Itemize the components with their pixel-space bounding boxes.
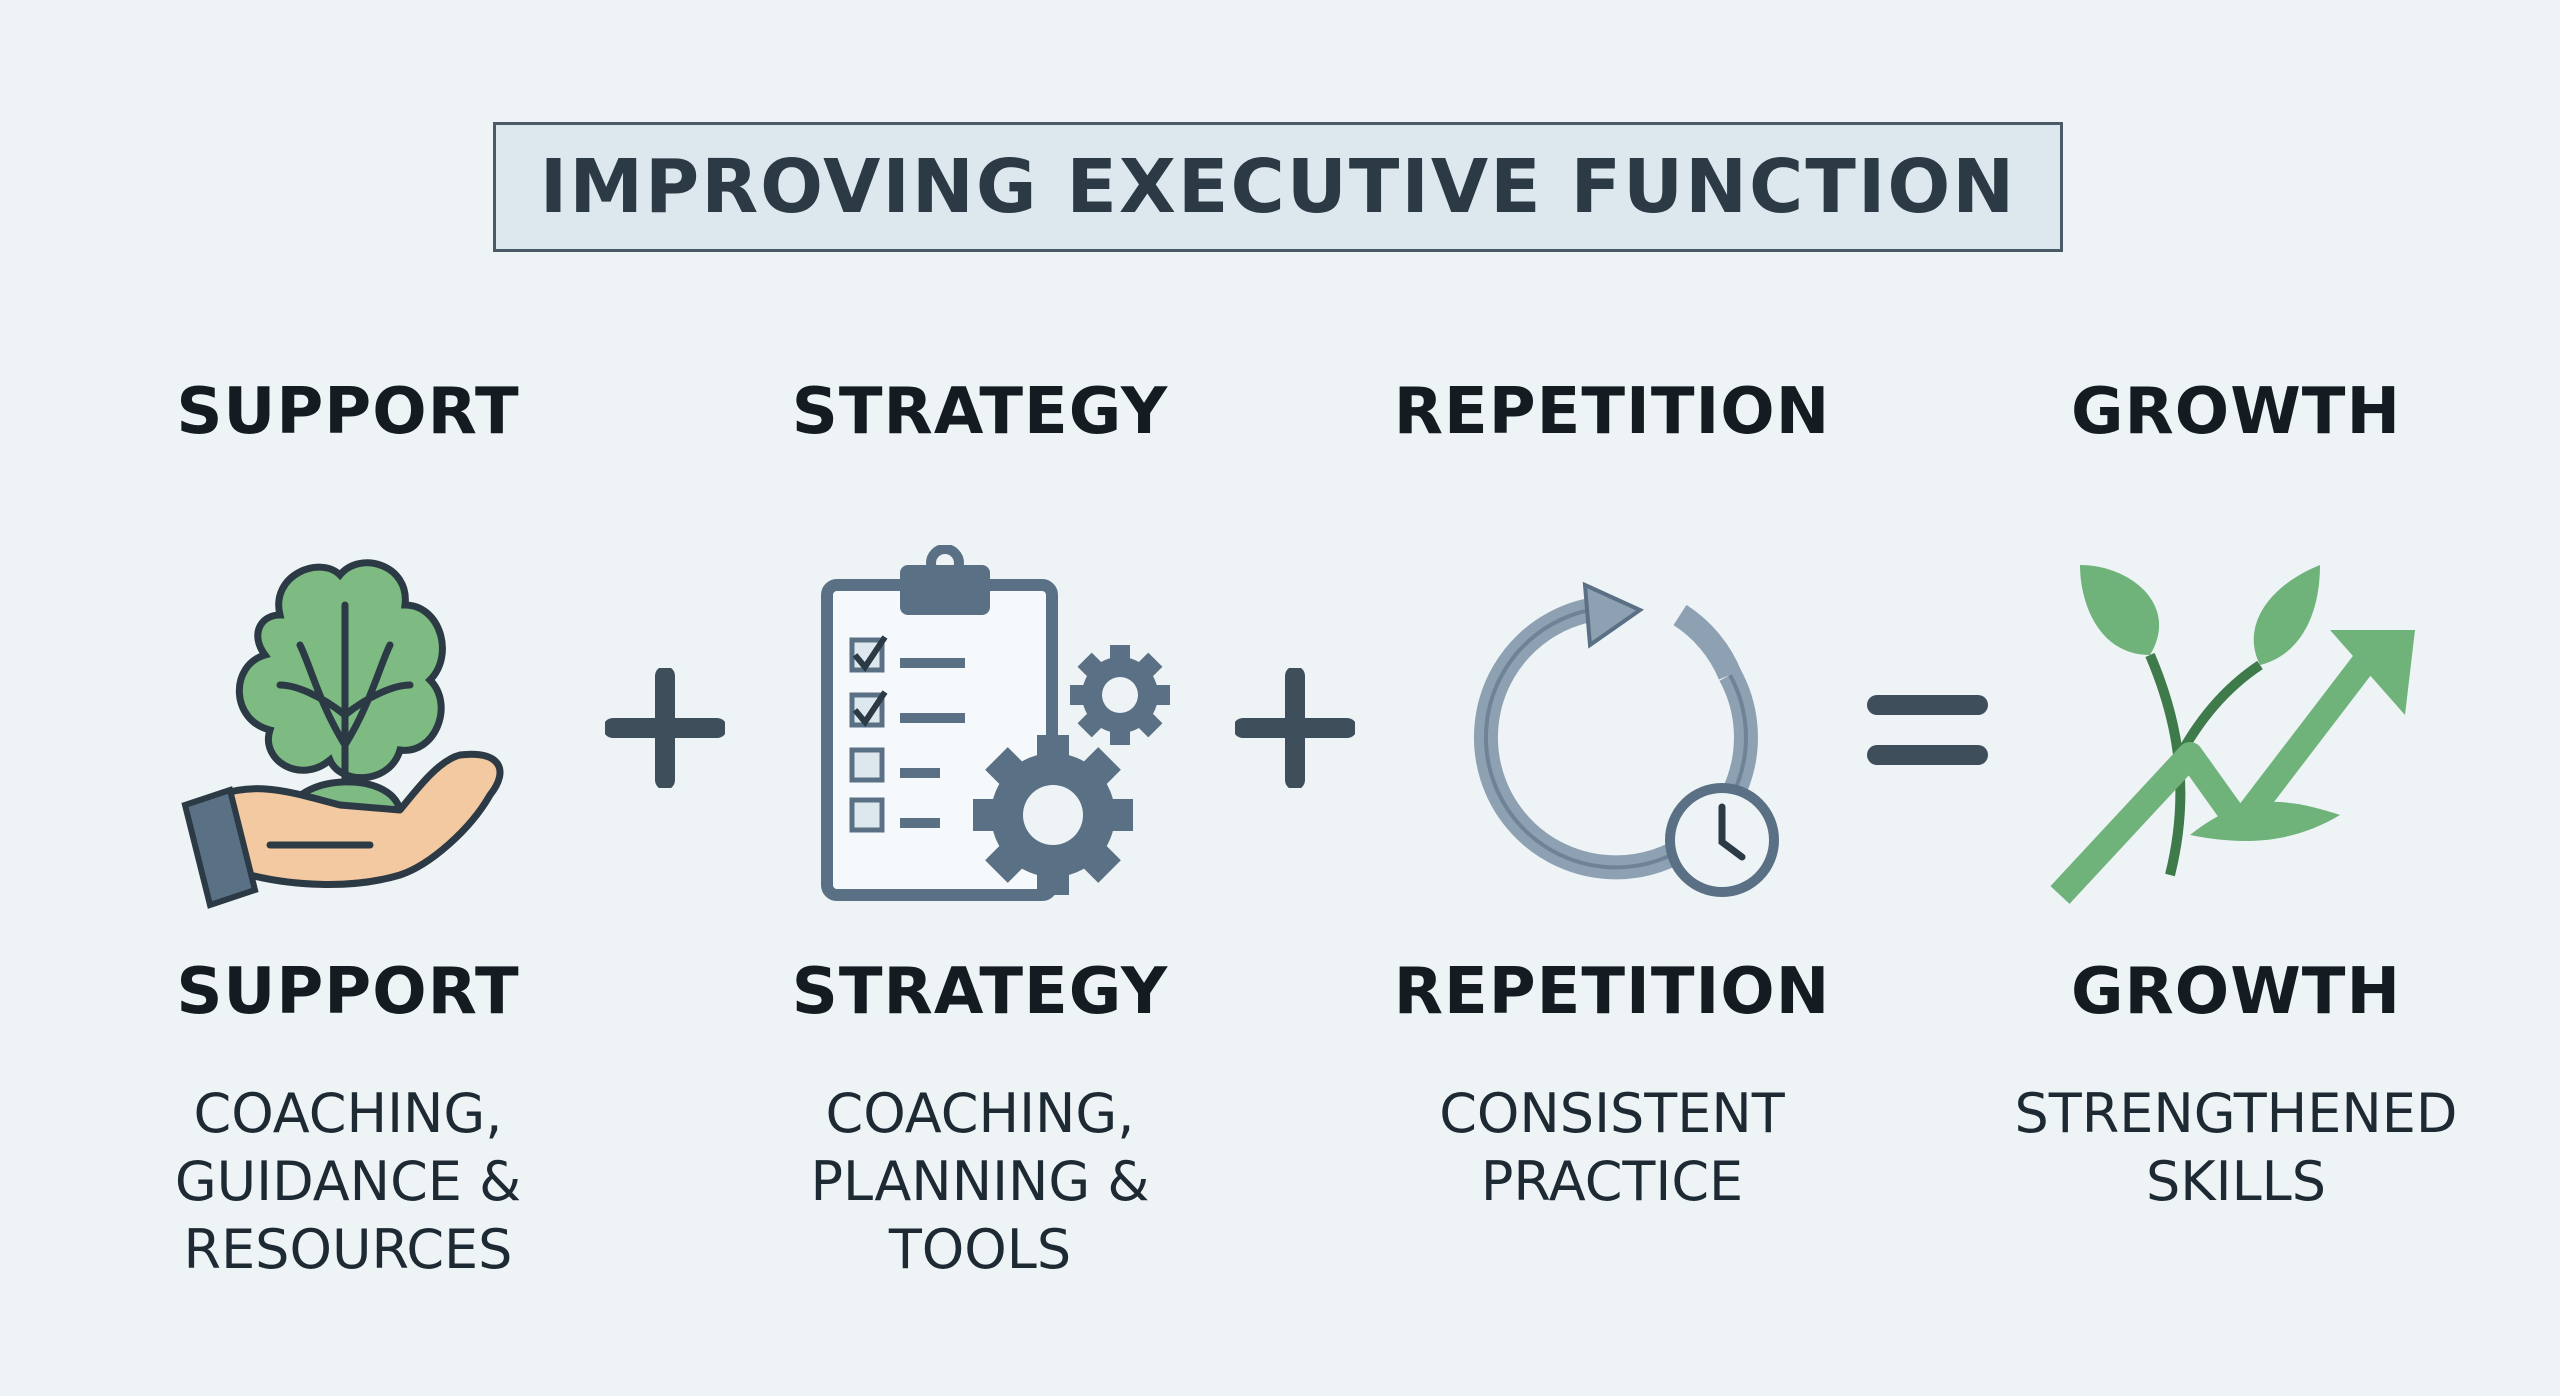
description-line: TOOLS [888, 1218, 1072, 1281]
description-line: RESOURCES [183, 1218, 513, 1281]
description-support: COACHING, GUIDANCE & RESOURCES [48, 1080, 648, 1284]
subheading-support: SUPPORT [176, 955, 520, 1029]
large-gear-icon [973, 735, 1133, 895]
plus-icon [1235, 668, 1355, 788]
hand-holding-tree-icon [181, 559, 504, 909]
page-title: IMPROVING EXECUTIVE FUNCTION [539, 144, 2017, 230]
title-banner: IMPROVING EXECUTIVE FUNCTION [493, 122, 2063, 252]
subheading-strategy: STRATEGY [791, 955, 1169, 1029]
description-line: GUIDANCE & [174, 1150, 522, 1213]
description-line: CONSISTENT [1439, 1082, 1785, 1145]
description-strategy: COACHING, PLANNING & TOOLS [680, 1080, 1280, 1284]
description-growth: STRENGTHENED SKILLS [1936, 1080, 2536, 1216]
subheading-growth: GROWTH [2070, 955, 2402, 1029]
plus-icon [605, 668, 725, 788]
description-line: STRENGTHENED [2014, 1082, 2458, 1145]
subheading-repetition: REPETITION [1393, 955, 1831, 1029]
heading-growth: GROWTH [2070, 375, 2402, 449]
description-line: PLANNING & [810, 1150, 1150, 1213]
heading-repetition: REPETITION [1393, 375, 1831, 449]
cycle-clock-icon [1473, 581, 1779, 897]
clipboard-gears-icon [821, 545, 1170, 901]
small-gear-icon [1070, 645, 1170, 745]
heading-support: SUPPORT [176, 375, 520, 449]
description-line: COACHING, [193, 1082, 503, 1145]
description-repetition: CONSISTENT PRACTICE [1312, 1080, 1912, 1216]
sprout-arrow-icon [2050, 565, 2415, 904]
description-line: COACHING, [825, 1082, 1135, 1145]
description-line: PRACTICE [1480, 1150, 1744, 1213]
equals-icon [1867, 695, 1988, 765]
heading-strategy: STRATEGY [791, 375, 1169, 449]
description-line: SKILLS [2145, 1150, 2327, 1213]
